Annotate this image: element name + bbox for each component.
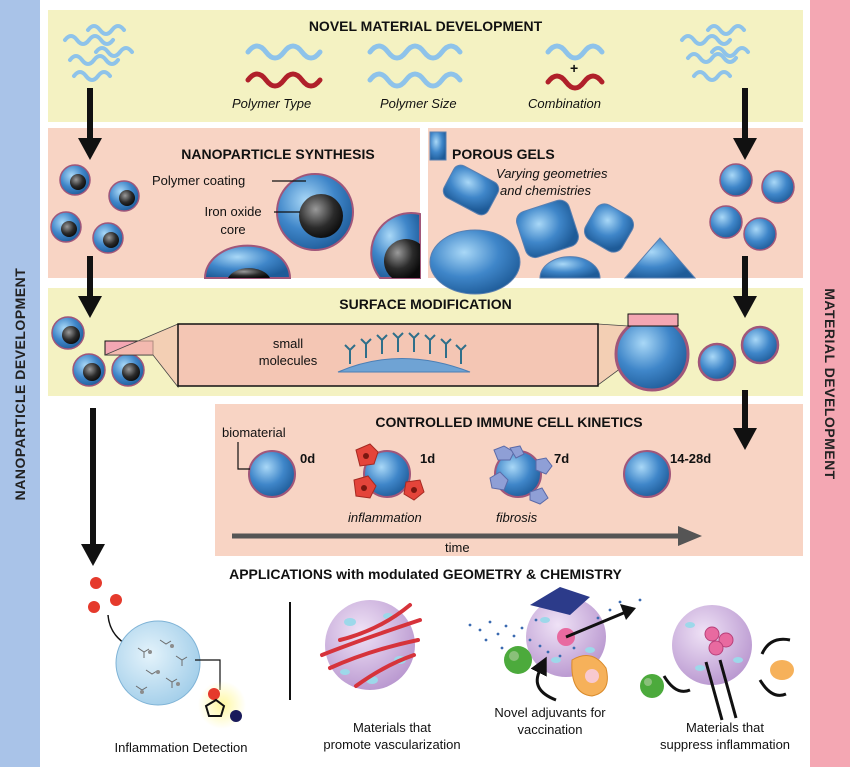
- adjuvants-label-line1: Novel adjuvants for: [494, 705, 606, 720]
- novel-material-band: [48, 10, 803, 122]
- porous-gels-title: POROUS GELS: [452, 146, 555, 162]
- polymer-type-label: Polymer Type: [232, 96, 312, 111]
- surface-modified-microspheres: [614, 313, 780, 392]
- combination-label: Combination: [528, 96, 601, 111]
- day-7-label: 7d: [554, 451, 570, 466]
- kinetics-biomaterial-0d: [237, 442, 296, 498]
- surface-small-molecules: [337, 332, 471, 373]
- gels-subtitle-line1: Varying geometries: [496, 166, 608, 181]
- synthesis-callout-lines: [272, 180, 306, 213]
- surface-modification-title: SURFACE MODIFICATION: [339, 296, 512, 312]
- polymer-coating-label: Polymer coating: [152, 173, 246, 188]
- polymer-strands-left: [63, 24, 134, 82]
- suppress-label-line1: Materials that: [685, 720, 765, 735]
- microspheres: [709, 163, 795, 251]
- small-molecules-line1: small: [272, 336, 304, 351]
- suppress-inflammation-graphic: [640, 605, 794, 721]
- combination-icon: [545, 43, 605, 91]
- adjuvants-label-line2: vaccination: [517, 722, 583, 737]
- polymer-size-icon: [367, 43, 463, 89]
- kinetics-biomaterial-7d: [489, 445, 553, 505]
- small-molecule-zoom-box: [177, 323, 599, 387]
- polymer-size-label: Polymer Size: [380, 96, 457, 111]
- polymer-strands-right: [680, 24, 750, 82]
- novel-material-title: NOVEL MATERIAL DEVELOPMENT: [308, 18, 543, 34]
- gels-subtitle-line2: and chemistries: [500, 183, 592, 198]
- iron-oxide-nanoparticles: [50, 164, 421, 279]
- polymer-type-icon: [245, 43, 323, 89]
- vascularization-graphic: [320, 600, 422, 690]
- suppress-label-line2: suppress inflammation: [659, 737, 791, 752]
- applications-title: APPLICATIONS with modulated GEOMETRY & C…: [229, 566, 622, 582]
- core-label: core: [220, 222, 246, 237]
- iron-oxide-label: Iron oxide: [204, 204, 262, 219]
- day-0-label: 0d: [300, 451, 316, 466]
- time-label: time: [445, 540, 470, 555]
- small-molecules-line2: molecules: [258, 353, 318, 368]
- time-arrow: [232, 526, 702, 546]
- material-development-bar: MATERIAL DEVELOPMENT: [810, 0, 850, 767]
- vascularization-label-line2: promote vascularization: [323, 737, 461, 752]
- inflammation-label: inflammation: [348, 510, 422, 525]
- kinetics-biomaterial-14-28d: [623, 450, 671, 498]
- nanoparticle-development-bar: NANOPARTICLE DEVELOPMENT: [0, 0, 40, 767]
- fibrosis-label: fibrosis: [496, 510, 538, 525]
- flow-arrows: [78, 88, 757, 566]
- inflammation-detection-graphic: [88, 577, 246, 729]
- nanoparticle-synthesis-title: NANOPARTICLE SYNTHESIS: [181, 146, 375, 162]
- combination-plus: +: [570, 60, 579, 76]
- day-14-28-label: 14-28d: [670, 451, 712, 466]
- day-1-label: 1d: [420, 451, 436, 466]
- porous-gel-shapes: [429, 131, 697, 295]
- immune-kinetics-title: CONTROLLED IMMUNE CELL KINETICS: [375, 414, 643, 430]
- vascularization-label-line1: Materials that: [352, 720, 432, 735]
- inflammation-detection-label: Inflammation Detection: [114, 740, 248, 755]
- biomaterial-label: biomaterial: [222, 425, 286, 440]
- adjuvant-vaccination-graphic: [468, 587, 642, 702]
- kinetics-biomaterial-1d: [353, 443, 425, 501]
